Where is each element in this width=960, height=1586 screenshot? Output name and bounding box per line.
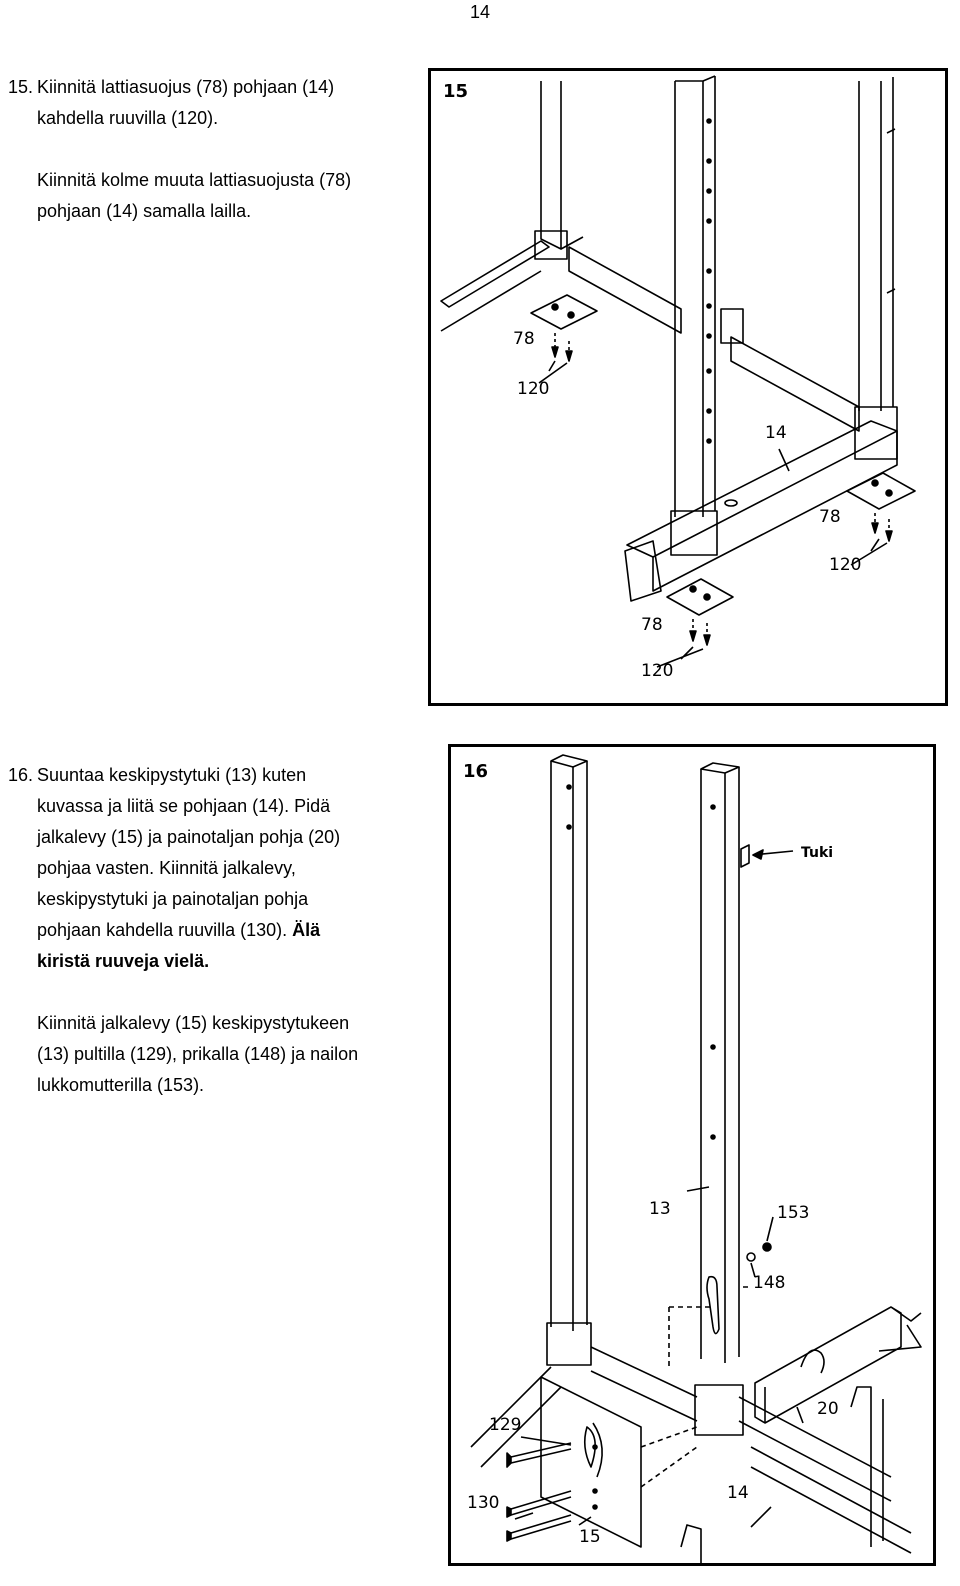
- part-label: 120: [517, 379, 550, 399]
- part-label: 78: [513, 329, 535, 349]
- step-line: keskipystytuki ja painotaljan pohja: [37, 889, 309, 909]
- step-line: Kiinnitä jalkalevy (15) keskipystytukeen: [37, 1013, 350, 1033]
- step-line: Kiinnitä lattiasuojus (78) pohjaan (14): [37, 77, 335, 97]
- step-line: pohjaan (14) samalla lailla.: [37, 201, 252, 221]
- part-label: Tuki: [801, 845, 834, 861]
- step-number: 15.: [8, 77, 34, 97]
- part-label: 15: [579, 1527, 601, 1547]
- part-label: 153: [777, 1203, 810, 1223]
- step-15-text: 15. Kiinnitä lattiasuojus (78) pohjaan (…: [0, 72, 420, 227]
- figure-15-drawing: [440, 75, 916, 668]
- step-line: (13) pultilla (129), prikalla (148) ja n…: [37, 1044, 359, 1064]
- warning-text: kiristä ruuveja vielä.: [37, 951, 210, 971]
- step-number: 16.: [8, 765, 34, 785]
- step-line: kahdella ruuvilla (120).: [37, 108, 219, 128]
- part-label: 129: [489, 1415, 522, 1435]
- step-line: jalkalevy (15) ja painotaljan pohja (20): [37, 827, 341, 847]
- part-label: 120: [641, 661, 674, 681]
- figure-16: 16 Tuki 13 153 148 20 129 14 130 15: [448, 744, 936, 1566]
- step-line: Kiinnitä kolme muuta lattiasuojusta (78): [37, 170, 352, 190]
- step-line: Suuntaa keskipystytuki (13) kuten: [37, 765, 307, 785]
- figure-label: 15: [443, 81, 469, 102]
- figure-16-drawing: [470, 754, 922, 1563]
- part-label: 78: [641, 615, 663, 635]
- part-label: 130: [467, 1493, 500, 1513]
- figure-15: 15 78 120 14 78 120 78 120: [428, 68, 948, 706]
- part-label: 148: [753, 1273, 786, 1293]
- part-label: 20: [817, 1399, 839, 1419]
- step-line-text: pohjaan kahdella ruuvilla (130).: [37, 920, 293, 940]
- step-line: pohjaan kahdella ruuvilla (130). Älä: [37, 915, 420, 946]
- step-line: pohjaa vasten. Kiinnitä jalkalevy,: [37, 858, 296, 878]
- part-label: 78: [819, 507, 841, 527]
- part-label: 120: [829, 555, 862, 575]
- step-16-text: 16. Suuntaa keskipystytuki (13) kuten ku…: [0, 760, 420, 1101]
- part-label: 14: [727, 1483, 749, 1503]
- warning-text: Älä: [292, 920, 321, 940]
- page-number: 14: [469, 2, 491, 22]
- part-label: 14: [765, 423, 787, 443]
- part-label: 13: [649, 1199, 671, 1219]
- figure-label: 16: [463, 761, 489, 782]
- step-line: kuvassa ja liitä se pohjaan (14). Pidä: [37, 796, 331, 816]
- step-line: lukkomutterilla (153).: [37, 1075, 205, 1095]
